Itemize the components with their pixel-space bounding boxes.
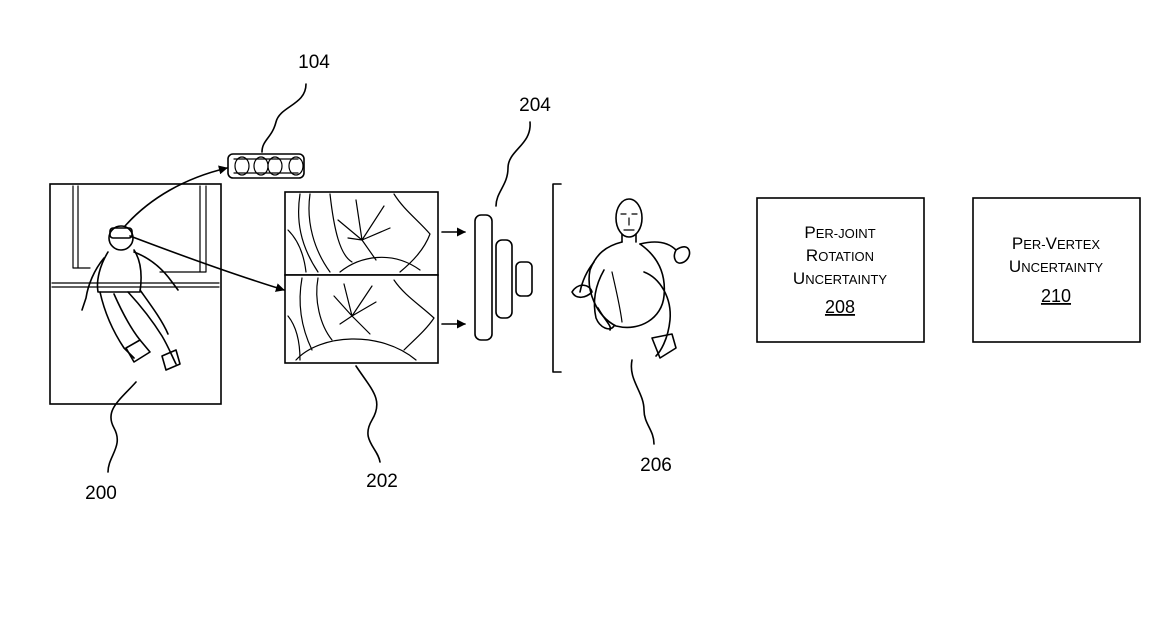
arrow-to-crops [129,235,285,292]
output-bracket [552,183,562,373]
leader-line-200 [107,381,137,473]
label-202: 202 [366,471,398,492]
person-figure-input [81,225,181,371]
leader-line-104 [261,83,307,153]
crop-stack [284,191,439,364]
leader-line-202 [355,365,381,463]
box2-number: 210 [1041,286,1071,306]
box1-line-2: ROTATION [806,246,874,265]
label-200: 200 [85,483,117,504]
box-per-joint-rotation-uncertainty: PER-JOINT ROTATION UNCERTAINTY 208 [756,197,925,343]
box1-line-1: PER-JOINT [804,223,875,242]
box2-line-1: PER-VERTEX [1012,234,1101,253]
box2-line-2: UNCERTAINTY [1009,257,1103,276]
neural-network-layers [474,214,533,341]
arrow-to-device [124,165,228,227]
leader-line-204 [495,121,531,207]
box1-line-3: UNCERTAINTY [793,269,887,288]
label-206: 206 [640,455,672,476]
input-image-frame [49,183,222,405]
body-model-figure [571,198,691,359]
headset-device [227,153,305,179]
box-per-vertex-uncertainty: PER-VERTEX UNCERTAINTY 210 [972,197,1141,343]
label-104: 104 [298,52,330,73]
leader-line-206 [630,359,655,445]
label-204: 204 [519,95,551,116]
box1-number: 208 [825,297,855,317]
